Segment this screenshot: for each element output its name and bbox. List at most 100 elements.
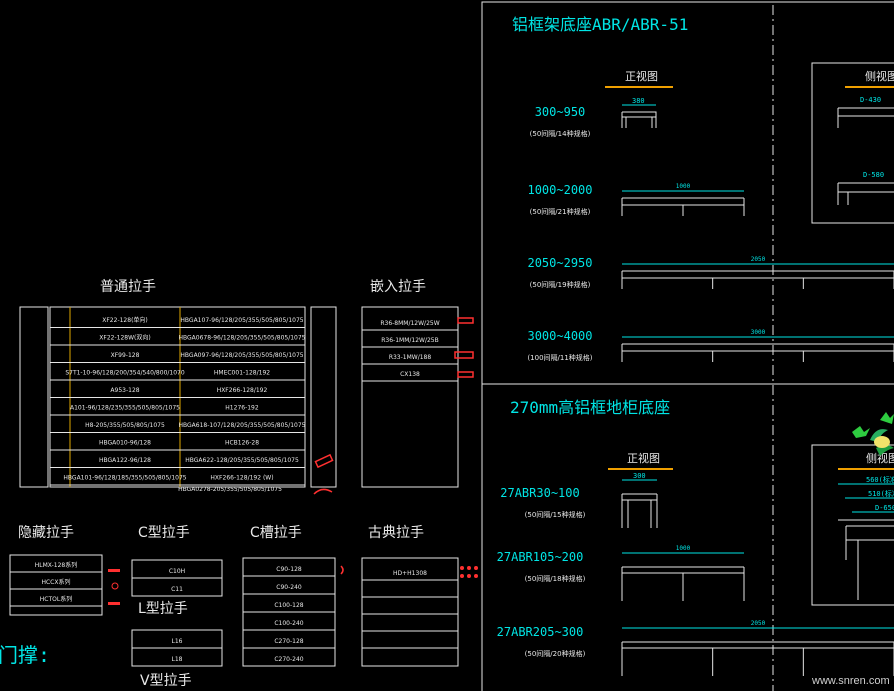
bottom-section-rows: 27ABR30~100 (50间隔/15种规格) 27ABR105~200 (50间隔… [497, 486, 894, 676]
top-front-view-label: 正视图 [625, 69, 658, 83]
top-side-view-box [811, 62, 894, 224]
bottom-row-note: (50间隔/20种规格) [525, 649, 586, 658]
handle-curve-icon [313, 488, 333, 495]
top-section-title: 铝框架底座ABR/ABR-51 [512, 15, 688, 34]
top-front-dim: 380 [632, 97, 645, 105]
table-row-text: C100-240 [274, 620, 303, 627]
hidden-handle-icon-3 [108, 602, 120, 605]
table-row-text: R36-8MM/12W/25W [380, 320, 439, 327]
top-row-note: (100间隔/11种规格) [527, 353, 592, 362]
table-row-right-text: HBGA107-96/128/205/355/505/805/1075 [180, 317, 303, 324]
c-handle-title: C型拉手 [138, 525, 190, 541]
embed-handle-icon-1 [457, 317, 474, 324]
bottom-front-view-label: 正视图 [627, 451, 660, 465]
top-row-note: (50间隔/19种规格) [530, 280, 591, 289]
table-row-text: HCCX系列 [41, 578, 70, 586]
bottom-side-view-box [811, 444, 894, 606]
hidden-handle-icon-2 [111, 582, 119, 590]
table-row-left-text: XF22-128W(双向) [99, 334, 150, 342]
top-row-dim: 1000 [676, 183, 691, 190]
door-support-title: 门撑: [0, 643, 50, 667]
table-row-left-text: XF22-128(单向) [102, 316, 148, 324]
table-row-text: L18 [172, 656, 183, 663]
classic-handle-dots-icon [460, 566, 478, 578]
table-row-text: C100-128 [274, 602, 303, 609]
table-row-right-text: HXF266-128/192 [217, 387, 268, 394]
table-row-left-text: S7T1-10-96/128/200/354/540/800/1070 [65, 370, 185, 377]
hidden-handle-table [9, 554, 103, 616]
c-groove-handle-title: C槽拉手 [250, 525, 302, 541]
right-panel-frame [481, 1, 894, 691]
top-side-dim-2: D-580 [863, 171, 884, 179]
bottom-side-dim-2: 510(标准) [868, 489, 894, 498]
bottom-side-dim-3: D-650 [875, 504, 894, 512]
normal-handle-title: 普通拉手 [100, 279, 156, 295]
top-row-range: 1000~2000 [527, 183, 592, 197]
table-row-left-text: XF99-128 [111, 352, 140, 359]
bottom-side-view-label: 侧视图 [866, 451, 894, 465]
table-row-text: CX138 [400, 371, 420, 378]
plant-icon [852, 412, 894, 456]
table-row-left-text: A953-128 [110, 387, 139, 394]
classic-handle-title: 古典拉手 [368, 525, 424, 541]
table-footer-text: HBGA0278-205/355/505/805/1075 [178, 486, 282, 493]
handle-sample-icon [314, 453, 334, 469]
watermark: www.snren.com [811, 675, 890, 687]
table-row-text: C270-240 [274, 656, 303, 663]
bottom-row-range: 27ABR30~100 [500, 486, 579, 500]
bottom-side-dim-1: 560(标准) [866, 475, 894, 484]
bottom-front-dim: 300 [633, 472, 646, 480]
v-handle-title: V型拉手 [140, 673, 192, 689]
normal-handle-rows: XF22-128(单向) HBGA107-96/128/205/355/505/8… [50, 316, 306, 493]
classic-handle-rows: HD+H1308 [362, 570, 458, 649]
top-row-range: 3000~4000 [527, 329, 592, 343]
table-row-text: HCTOL系列 [40, 595, 72, 603]
normal-handle-side-panel [19, 306, 49, 488]
top-side-dim-1: D-430 [860, 96, 881, 104]
hidden-handle-rows: HLMX-128系列 HCCX系列 HCTOL系列 [10, 561, 102, 607]
embed-handle-icon-3 [457, 371, 474, 378]
table-row-right-text: HXF266-128/192 (W) [210, 475, 273, 482]
embed-handle-table [361, 306, 459, 488]
bottom-row-note: (50间隔/15种规格) [525, 510, 586, 519]
c-handle-rows: C10H C11 [132, 568, 222, 597]
bottom-row-note: (50间隔/18种规格) [525, 574, 586, 583]
table-row-text: C90-240 [276, 584, 302, 591]
l-handle-title: L型拉手 [138, 601, 188, 617]
table-row-right-text: H1276-192 [225, 405, 259, 412]
table-row-left-text: A101-96/128/235/355/505/805/1075 [70, 405, 180, 412]
table-row-right-text: HBGA0678-96/128/205/355/505/805/1075 [178, 335, 305, 342]
table-row-left-text: HBGA010-96/128 [99, 440, 151, 447]
top-side-view-label: 侧视图 [865, 69, 894, 83]
bottom-row-range: 27ABR205~300 [497, 625, 584, 639]
bottom-row-dim: 1000 [676, 545, 691, 552]
table-row-right-text: HCB126-28 [225, 440, 259, 447]
hidden-handle-icon-1 [108, 569, 120, 572]
table-row-text: L16 [172, 638, 183, 645]
top-row-range: 2050~2950 [527, 256, 592, 270]
bottom-section-title: 270mm高铝框地柜底座 [510, 398, 670, 417]
table-row-text: C10H [169, 568, 185, 575]
embed-handle-icon-2 [454, 351, 474, 359]
embed-handle-rows: R36-8MM/12W/25WR36-1MM/12W/25BR33-1MW/18… [362, 320, 458, 382]
table-row-right-text: HBGA097-96/128/205/355/505/805/1075 [180, 352, 303, 359]
table-row-right-text: HBGA622-128/205/355/505/805/1075 [185, 457, 299, 464]
normal-handle-side-panel-right [310, 306, 337, 488]
bottom-row-dim: 2050 [751, 620, 766, 627]
top-row-range: 300~950 [535, 105, 586, 119]
base-outline [621, 343, 894, 362]
table-row-text: HLMX-128系列 [35, 561, 77, 569]
top-row-note: (50间隔/14种规格) [530, 129, 591, 138]
base-outline [621, 270, 894, 289]
top-row-note: (50间隔/21种规格) [530, 207, 591, 216]
table-row-text: HD+H1308 [393, 570, 427, 577]
c-groove-handle-rows: C90-128C90-240C100-128C100-240C270-128C2… [243, 566, 335, 667]
table-row-text: C11 [171, 586, 183, 593]
table-row-left-text: HBGA101-96/128/185/355/505/805/1075 [63, 475, 186, 482]
base-outline [621, 641, 894, 676]
bottom-row-range: 27ABR105~200 [497, 550, 584, 564]
c-groove-icon [340, 565, 344, 575]
hidden-handle-title: 隐藏拉手 [18, 525, 74, 541]
